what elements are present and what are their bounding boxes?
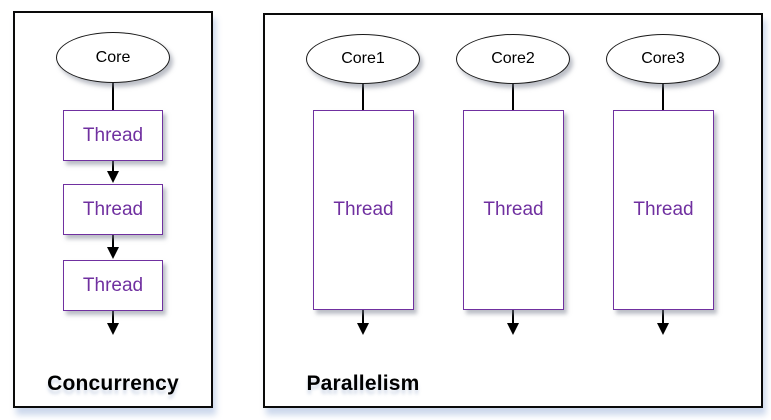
thread-box: Thread [613, 110, 714, 310]
core3-ellipse: Core3 [606, 34, 720, 84]
core3-label: Core3 [641, 50, 685, 67]
arrow-head-icon [507, 323, 519, 335]
arrow-shaft [512, 310, 514, 323]
thread-box: Thread [63, 110, 163, 161]
thread-box: Thread [63, 184, 163, 235]
thread-box: Thread [313, 110, 414, 310]
core-ellipse: Core [56, 32, 170, 83]
down-arrow [357, 310, 369, 335]
core1-label: Core1 [341, 50, 385, 67]
core-label: Core [95, 48, 131, 66]
core3-to-thread-connector [662, 83, 664, 111]
arrow-head-icon [657, 323, 669, 335]
concurrency-title: Concurrency [47, 372, 179, 395]
arrow-head-icon [357, 323, 369, 335]
thread-box: Thread [463, 110, 564, 310]
arrow-head-icon [107, 323, 119, 335]
down-arrow [107, 235, 119, 259]
core1-ellipse: Core1 [306, 34, 420, 84]
arrow-head-icon [107, 247, 119, 259]
down-arrow [657, 310, 669, 335]
arrow-head-icon [107, 171, 119, 183]
thread-label: Thread [483, 199, 544, 220]
arrow-shaft [112, 311, 114, 323]
core1-to-thread-connector [362, 83, 364, 111]
core-to-thread-connector [112, 82, 114, 111]
core2-ellipse: Core2 [456, 34, 570, 84]
down-arrow [107, 161, 119, 183]
down-arrow [107, 311, 119, 335]
arrow-shaft [112, 161, 114, 171]
parallelism-title: Parallelism [306, 372, 420, 395]
thread-label: Thread [633, 199, 694, 220]
arrow-shaft [112, 235, 114, 247]
arrow-shaft [362, 310, 364, 323]
thread-box: Thread [63, 260, 163, 311]
thread-label: Thread [82, 274, 144, 296]
core2-label: Core2 [491, 50, 535, 67]
thread-label: Thread [333, 199, 394, 220]
core2-to-thread-connector [512, 83, 514, 111]
thread-label: Thread [82, 124, 144, 146]
arrow-shaft [662, 310, 664, 323]
down-arrow [507, 310, 519, 335]
thread-label: Thread [82, 198, 144, 220]
